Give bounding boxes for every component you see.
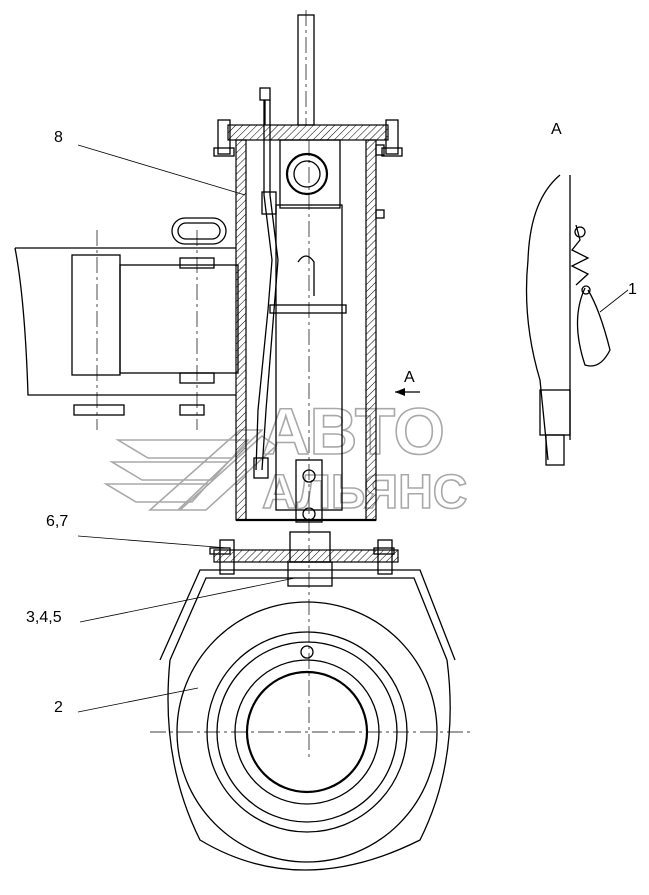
piston-rod-top [297,10,315,126]
label-item-8: 8 [54,129,63,146]
pivot-eye [279,139,341,209]
watermark-logo: АВТО АЛЬЯНС [103,393,468,520]
frame-bracket [14,217,239,430]
label-view-a-title: A [551,121,562,138]
watermark-line2: АЛЬЯНС [262,466,467,519]
label-item-1: 1 [628,281,637,298]
watermark-line1: АВТО [262,394,445,468]
watermark-emblem [103,429,278,511]
hydraulic-hose [253,100,279,479]
view-a-arrow [395,388,420,396]
label-item-2: 2 [54,699,63,716]
cylinder-housing [235,139,385,522]
detail-view-a [525,174,611,466]
bottom-flange [209,539,399,575]
label-item-6-7: 6,7 [46,513,68,530]
leader-lines [77,144,629,713]
label-item-3-4-5: 3,4,5 [26,609,62,626]
inner-tube [269,140,347,760]
top-bracket [213,87,403,157]
drum-assembly [150,569,470,871]
rod-end-lower [287,459,333,587]
label-view-a-arrow: A [404,369,415,386]
